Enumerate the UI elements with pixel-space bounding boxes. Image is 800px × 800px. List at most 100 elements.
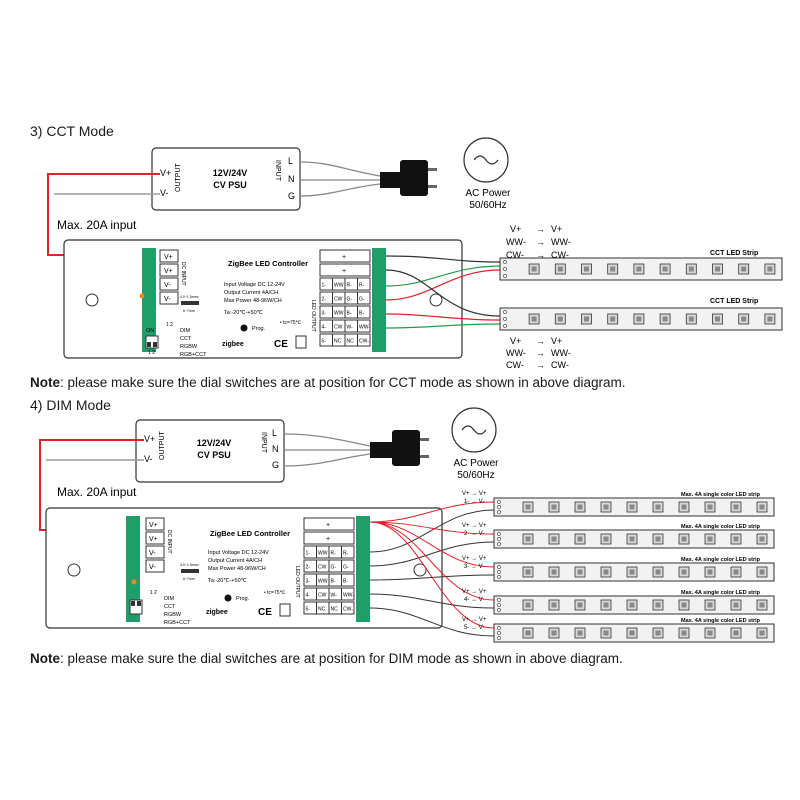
strip2-bot-vplus: V+ xyxy=(510,336,521,346)
strip1-top-arrow2: → xyxy=(536,237,545,247)
dim-dc-in-4: V- xyxy=(149,564,156,571)
output-cell-label: 4- xyxy=(306,593,311,599)
led-chip-core xyxy=(681,569,687,575)
strip-pad xyxy=(503,310,507,314)
output-cell xyxy=(341,587,355,601)
led-chip-core xyxy=(759,504,765,510)
output-plus-cell xyxy=(303,531,355,545)
output-plus-label: + xyxy=(326,536,330,543)
strip-pad xyxy=(497,626,501,630)
strip2-bot-arrow3: → xyxy=(536,360,545,370)
prog-label: Prog. xyxy=(252,326,266,332)
led-chip-core xyxy=(681,630,687,636)
dim-psu-title: 12V/24V xyxy=(197,438,232,448)
dim-wire-spec: 4.0~1.5mm² xyxy=(180,563,200,567)
dim-strip-label: Max. 4A single color LED strip xyxy=(681,618,761,624)
dip-nums: 1 2 xyxy=(148,350,155,356)
mode-cct: CCT xyxy=(180,336,192,342)
output-cell-label: G- xyxy=(331,565,337,571)
led-chip-core xyxy=(584,266,589,272)
output-cell-label: 5- xyxy=(322,339,327,345)
controller-tc: • tc=75℃ xyxy=(280,320,302,326)
output-cell-label: WW xyxy=(334,311,344,317)
weee-icon xyxy=(295,335,307,349)
output-cell-label: CW xyxy=(334,325,343,331)
wire-len: 6~7mm xyxy=(183,309,195,313)
dim-red-output-wire xyxy=(369,501,495,523)
ce-mark: CE xyxy=(274,339,288,350)
led-chip-core xyxy=(655,630,661,636)
led-chip-core xyxy=(629,504,635,510)
led-chip-core xyxy=(551,504,557,510)
dim-ch-label: V+ → V+ xyxy=(462,523,487,529)
led-chip-core xyxy=(603,602,609,608)
strip-pad xyxy=(497,532,501,536)
output-cell-label: 2- xyxy=(306,565,311,571)
output-cell-label: CW- xyxy=(359,339,369,345)
output-plus-cell xyxy=(319,249,371,263)
dim-dc-input-label: DC INPUT xyxy=(166,530,172,554)
led-chip-core xyxy=(715,316,720,322)
dim-psu-input-label: INPUT xyxy=(260,432,267,454)
output-plus-cell xyxy=(319,263,371,277)
led-chip-core xyxy=(603,569,609,575)
led-chip-core xyxy=(681,504,687,510)
led-chip-core xyxy=(733,602,739,608)
led-chip-core xyxy=(767,316,773,322)
led-chip-core xyxy=(610,266,616,272)
led-chip-core xyxy=(525,602,531,608)
output-cell-label: W- xyxy=(331,593,338,599)
led-chip-core xyxy=(759,536,765,542)
dc-in-1: V+ xyxy=(164,254,173,261)
led-chip-core xyxy=(688,316,694,322)
dim-wiring-diagram: V+ V- OUTPUT 12V/24V CV PSU INPUT L N G … xyxy=(39,407,775,643)
ac-cable xyxy=(299,160,437,197)
ac-power-icon: AC Power 50/60Hz xyxy=(463,137,511,211)
strip1-top-vplus2: V+ xyxy=(551,224,562,234)
controller-name: ZigBee LED Controller xyxy=(228,259,308,268)
led-chip-core xyxy=(551,602,557,608)
dim-strip-label: Max. 4A single color LED strip xyxy=(681,557,761,563)
strip-pad xyxy=(497,608,501,612)
cct-wiring-diagram: V+ V- OUTPUT 12V/24V CV PSU INPUT L N G … xyxy=(47,137,783,370)
strip2-bot-ww: WW- xyxy=(506,348,526,358)
output-cell-label: 2- xyxy=(322,297,327,303)
dim-strip-label: Max. 4A single color LED strip xyxy=(681,590,761,596)
dim-psu: V+ V- OUTPUT 12V/24V CV PSU INPUT L N G xyxy=(135,419,285,483)
output-cell-label: R- xyxy=(343,551,349,557)
strip-pad xyxy=(497,542,501,546)
strip2-bot-vplus2: V+ xyxy=(551,336,562,346)
dim-red-output-wire xyxy=(369,521,495,535)
mode-dim: DIM xyxy=(180,328,191,334)
led-chip-core xyxy=(557,316,563,322)
dim-ac-power-icon: AC Power 50/60Hz xyxy=(451,407,499,481)
led-chip-core xyxy=(610,316,616,322)
led-chip-core xyxy=(551,536,557,542)
ac-power-freq: 50/60Hz xyxy=(469,200,506,211)
output-cell-label: B- xyxy=(347,311,352,317)
dim-ac-cable xyxy=(283,430,429,467)
dim-ch-label: 4- → V- xyxy=(464,597,484,603)
output-cell-label: G- xyxy=(347,297,353,303)
led-chip-core xyxy=(767,266,773,272)
dim-controller-spec2: Output Current 4A/CH xyxy=(208,558,262,564)
controller-spec1: Input Voltage DC 12-24V xyxy=(224,282,285,288)
led-chip-core xyxy=(551,630,557,636)
output-cell-label: NC xyxy=(347,339,355,345)
strip-pad xyxy=(503,317,507,321)
led-chip-core xyxy=(733,569,739,575)
psu-vminus-label: V- xyxy=(160,188,169,198)
led-chip-core xyxy=(525,536,531,542)
mode-rgbcct: RGB+CCT xyxy=(180,352,207,358)
psu-title: 12V/24V xyxy=(213,168,248,178)
led-chip-core xyxy=(629,630,635,636)
strip2-bot-ww2: WW- xyxy=(551,348,571,358)
strip1-top-ww: WW- xyxy=(506,237,526,247)
output-cell xyxy=(341,573,355,587)
wire-spec: 4.0~1.5mm² xyxy=(180,295,200,299)
led-chip-core xyxy=(741,266,747,272)
dim-dc-in-2: V+ xyxy=(149,536,158,543)
dim-mode-rgbw: RGBW xyxy=(164,612,182,618)
led-chip-core xyxy=(629,569,635,575)
